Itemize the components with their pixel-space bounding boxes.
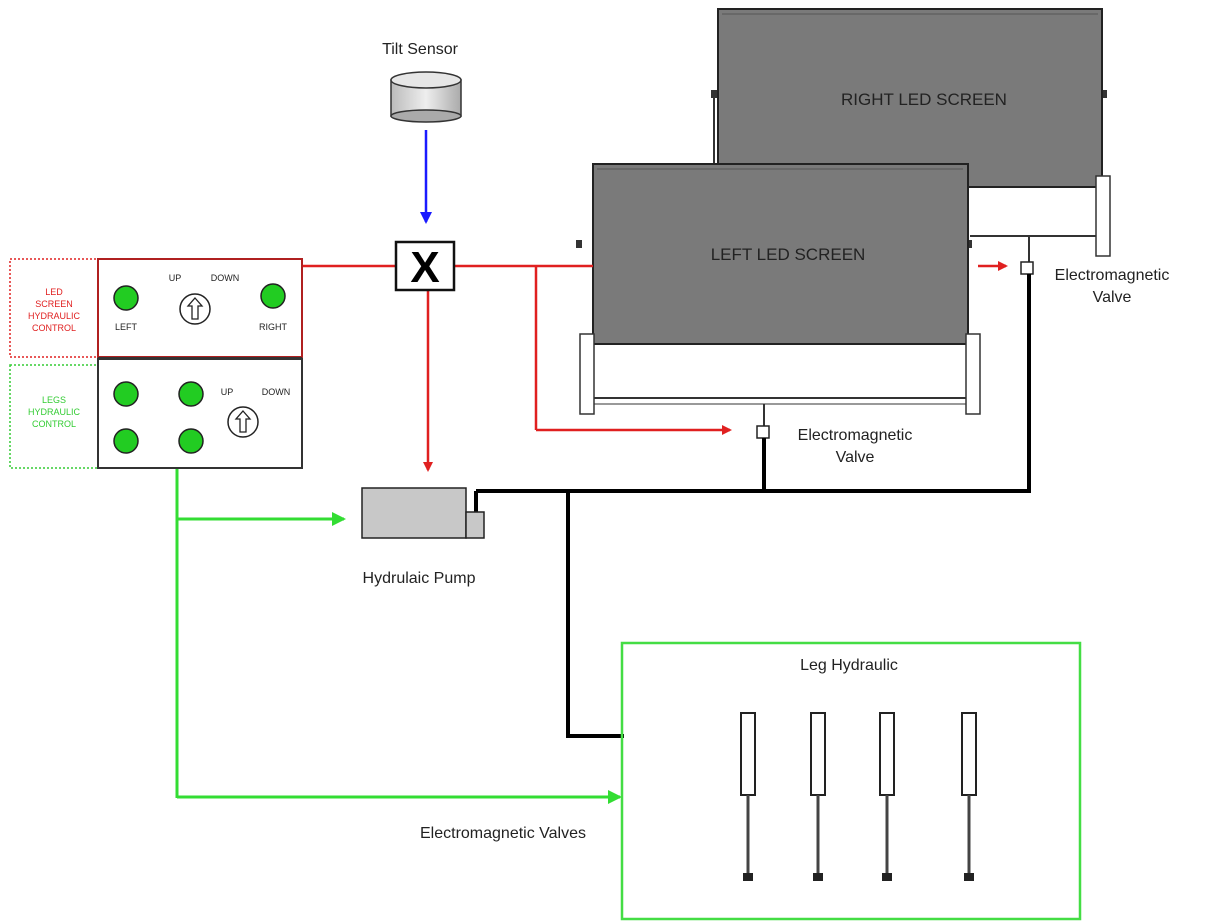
- leg-button-1[interactable]: [113, 381, 139, 407]
- legs-up-down-switch-icon[interactable]: [227, 406, 259, 438]
- right-led-screen-label: RIGHT LED SCREEN: [841, 90, 1007, 109]
- legs-control-title-box: [9, 364, 99, 469]
- leg-cylinder-3-icon: [879, 712, 895, 881]
- tilt-sensor-label: Tilt Sensor: [382, 41, 459, 58]
- leg-cylinder-4-icon: [961, 712, 977, 881]
- left-led-screen-label: LEFT LED SCREEN: [711, 245, 866, 264]
- led-up-down-switch-icon[interactable]: [179, 293, 211, 325]
- led-control-title-line4: CONTROL: [32, 323, 76, 333]
- legs-control-title-line2: HYDRAULIC: [28, 407, 81, 417]
- left-electromagnetic-valve-icon: [756, 425, 770, 439]
- right-valve-label-line1: Electromagnetic: [1055, 267, 1170, 284]
- leg-button-4[interactable]: [178, 428, 204, 454]
- left-led-screen: LEFT LED SCREEN: [576, 163, 981, 428]
- left-valve-label-line2: Valve: [836, 449, 875, 466]
- legs-down-label: DOWN: [262, 387, 291, 397]
- led-up-label: UP: [169, 273, 182, 283]
- junction-box: X: [394, 240, 456, 292]
- right-valve-label-line2: Valve: [1093, 289, 1132, 306]
- left-valve-label-line1: Electromagnetic: [798, 427, 913, 444]
- led-control-title-line2: SCREEN: [35, 299, 73, 309]
- leg-hydraulic-box: [620, 641, 1082, 921]
- hydraulic-pump-icon: [361, 487, 485, 539]
- led-right-label: RIGHT: [259, 322, 288, 332]
- control-panel: LED SCREEN HYDRAULIC CONTROL LEFT RIGHT …: [9, 258, 303, 469]
- junction-symbol: X: [410, 243, 439, 292]
- leg-button-2[interactable]: [178, 381, 204, 407]
- led-down-label: DOWN: [211, 273, 240, 283]
- leg-cylinder-2-icon: [810, 712, 826, 881]
- tilt-sensor-icon: [390, 71, 462, 123]
- leg-valves-label: Electromagnetic Valves: [420, 825, 586, 842]
- legs-up-label: UP: [221, 387, 234, 397]
- right-electromagnetic-valve-icon: [1020, 261, 1034, 275]
- led-left-button[interactable]: [113, 285, 139, 311]
- led-control-title-line3: HYDRAULIC: [28, 311, 81, 321]
- legs-control-title-line3: CONTROL: [32, 419, 76, 429]
- leg-cylinder-1-icon: [740, 712, 756, 881]
- hydraulic-pump-label: Hydrulaic Pump: [363, 570, 476, 587]
- led-signal-lines: [302, 261, 1008, 472]
- led-left-label: LEFT: [115, 322, 138, 332]
- led-control-title-line1: LED: [45, 287, 63, 297]
- leg-hydraulic-label: Leg Hydraulic: [800, 657, 898, 674]
- led-right-button[interactable]: [260, 283, 286, 309]
- leg-button-3[interactable]: [113, 428, 139, 454]
- legs-control-title-line1: LEGS: [42, 395, 66, 405]
- legs-signal-lines: [175, 468, 622, 804]
- hydraulic-lines: [474, 274, 1031, 738]
